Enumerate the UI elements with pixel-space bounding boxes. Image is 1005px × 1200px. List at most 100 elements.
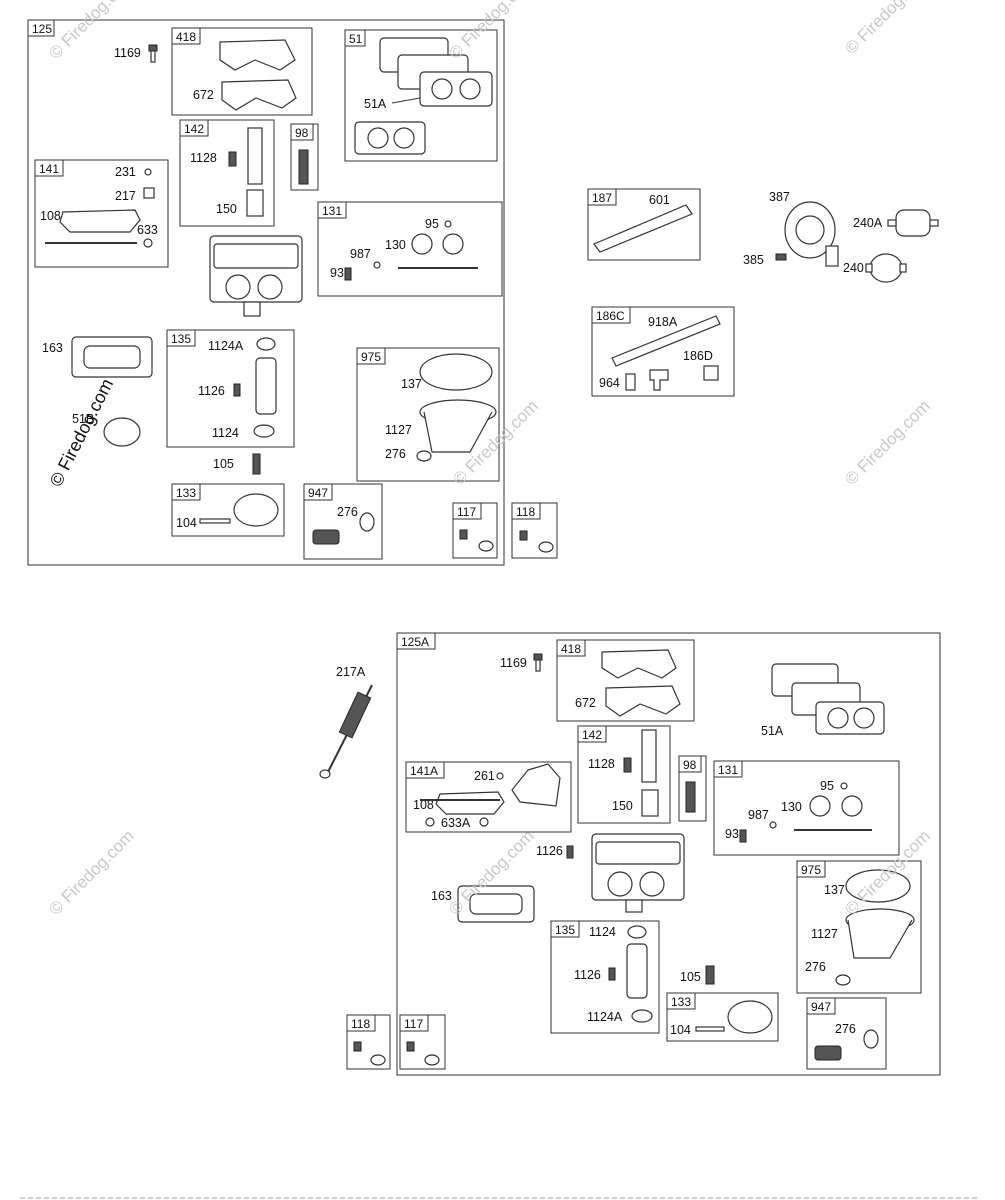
clamp-icon (625, 373, 636, 391)
screw-icon (444, 220, 452, 228)
group-947-tag: 947 (811, 1000, 831, 1014)
bracket-icon (247, 127, 263, 185)
group-142-frame (577, 725, 671, 824)
part-label: 633A (441, 816, 471, 830)
part-label: 601 (649, 193, 670, 207)
part-label: 104 (176, 516, 197, 530)
part-label: 130 (385, 238, 406, 252)
part-label: 51B (72, 412, 94, 426)
part-label: 672 (575, 696, 596, 710)
group-133-frame (666, 992, 779, 1042)
throttle-plate-icon (411, 233, 433, 255)
part-label: 987 (748, 808, 769, 822)
part-label: 130 (781, 800, 802, 814)
part-label: 51A (761, 724, 784, 738)
group-187-frame (587, 188, 701, 261)
part-label: 51A (364, 97, 387, 111)
part-label: 108 (40, 209, 61, 223)
part-label: 105 (213, 457, 234, 471)
part-label: 1124A (587, 1010, 623, 1024)
o-ring-icon (631, 1009, 653, 1023)
tee-fitting-icon (649, 369, 669, 391)
group-947-frame (806, 997, 887, 1070)
washer-icon (370, 1054, 386, 1066)
part-label: 672 (193, 88, 214, 102)
screw-icon (566, 845, 574, 859)
washer-icon (863, 1029, 879, 1049)
gasket-icon (605, 685, 681, 717)
throttle-plate-icon (841, 795, 863, 817)
group-135-frame (550, 920, 660, 1034)
float-bowl-icon (727, 1000, 773, 1034)
gasket-ring-icon (419, 353, 493, 391)
part-label: 217 (115, 189, 136, 203)
group-98-tag: 98 (683, 758, 697, 772)
washer-icon (479, 817, 489, 827)
group-131-tag: 131 (718, 763, 738, 777)
seal-icon (739, 829, 747, 843)
group-186C-frame (591, 306, 735, 397)
group-418-frame (556, 639, 695, 722)
fitting-icon (703, 365, 719, 381)
part-label: 1124A (208, 339, 244, 353)
part-label: 186D (683, 349, 713, 363)
screw-icon (148, 44, 158, 63)
part-label: 93 (725, 827, 739, 841)
group-947-tag: 947 (308, 486, 328, 500)
bracket-icon (511, 763, 561, 807)
throttle-plate-icon (442, 233, 464, 255)
screw-icon (459, 529, 468, 540)
lever-plate-icon (435, 791, 505, 815)
float-pin-icon (627, 925, 647, 939)
gasket-icon (221, 79, 297, 111)
group-142-frame (179, 119, 275, 227)
group-118-tag: 118 (516, 505, 535, 519)
spring-icon (298, 149, 309, 185)
fuel-line-icon (593, 204, 693, 253)
group-141A-tag: 141A (410, 764, 438, 778)
group-118-tag: 118 (351, 1017, 370, 1031)
part-label: 163 (42, 341, 63, 355)
washer-icon (478, 540, 494, 552)
part-label: 1127 (385, 423, 412, 437)
part-label: 1126 (198, 384, 225, 398)
plate-icon (641, 789, 659, 817)
screw-icon (840, 782, 848, 790)
group-975-tag: 975 (361, 350, 381, 364)
part-label: 104 (670, 1023, 691, 1037)
group-187-tag: 187 (592, 191, 612, 205)
solenoid-pin-icon (252, 453, 261, 475)
part-label: 95 (425, 217, 439, 231)
float-bowl-icon (845, 908, 915, 959)
group-131-tag: 131 (322, 204, 342, 218)
part-label: 987 (350, 247, 371, 261)
lever-plate-icon (59, 209, 141, 233)
group-125A-frame (396, 632, 941, 1076)
gasket-ring-icon (845, 869, 911, 903)
group-418-frame (171, 27, 313, 116)
part-label: 1126 (536, 844, 563, 858)
washer-icon (143, 238, 153, 248)
part-label: 240A (853, 216, 883, 230)
group-51-tag: 51 (349, 32, 363, 46)
part-label: 964 (599, 376, 620, 390)
part-label: 1128 (588, 757, 615, 771)
watermark-text: © Firedog.com (45, 826, 137, 918)
part-label: 1128 (190, 151, 217, 165)
clip-icon (143, 187, 155, 199)
part-label: 1124 (589, 925, 616, 939)
part-label: 95 (820, 779, 834, 793)
group-51-frame (344, 29, 498, 162)
part-label: 387 (769, 190, 790, 204)
screw-icon (233, 383, 241, 397)
float-bowl-icon (419, 399, 497, 453)
gasket-icon (219, 39, 296, 71)
group-141-tag: 141 (39, 162, 59, 176)
screw-icon (496, 772, 504, 780)
group-135-frame (166, 329, 295, 448)
part-label: 261 (474, 769, 495, 783)
bracket-icon (641, 729, 657, 783)
group-975-tag: 975 (801, 863, 821, 877)
watermark-text: © Firedog.com (841, 396, 933, 488)
group-947-frame (303, 483, 383, 560)
